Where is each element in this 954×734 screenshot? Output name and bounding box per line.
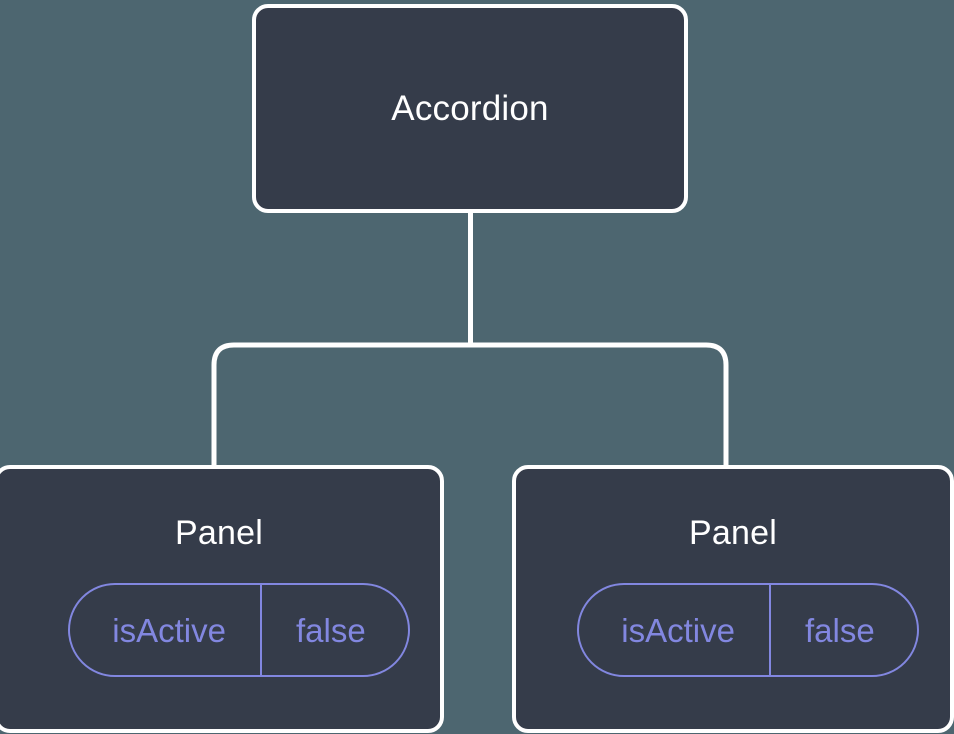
panel-right-prop-key: isActive <box>621 611 735 649</box>
node-panel-right[interactable]: Panel isActive false <box>512 465 954 733</box>
node-panel-right-title: Panel <box>689 514 777 552</box>
panel-right-prop-isactive[interactable]: isActive false <box>577 583 919 677</box>
panel-left-prop-key: isActive <box>112 611 226 649</box>
panel-right-prop-value: false <box>768 585 917 675</box>
edge-to-panel-left <box>211 342 471 470</box>
edge-to-panel-right <box>470 342 729 470</box>
node-accordion-title: Accordion <box>391 88 549 128</box>
panel-left-prop-value: false <box>259 585 408 675</box>
node-accordion[interactable]: Accordion <box>252 4 688 213</box>
node-panel-left[interactable]: Panel isActive false <box>0 465 444 733</box>
node-panel-left-title: Panel <box>175 514 263 552</box>
panel-left-prop-isactive[interactable]: isActive false <box>68 583 410 677</box>
